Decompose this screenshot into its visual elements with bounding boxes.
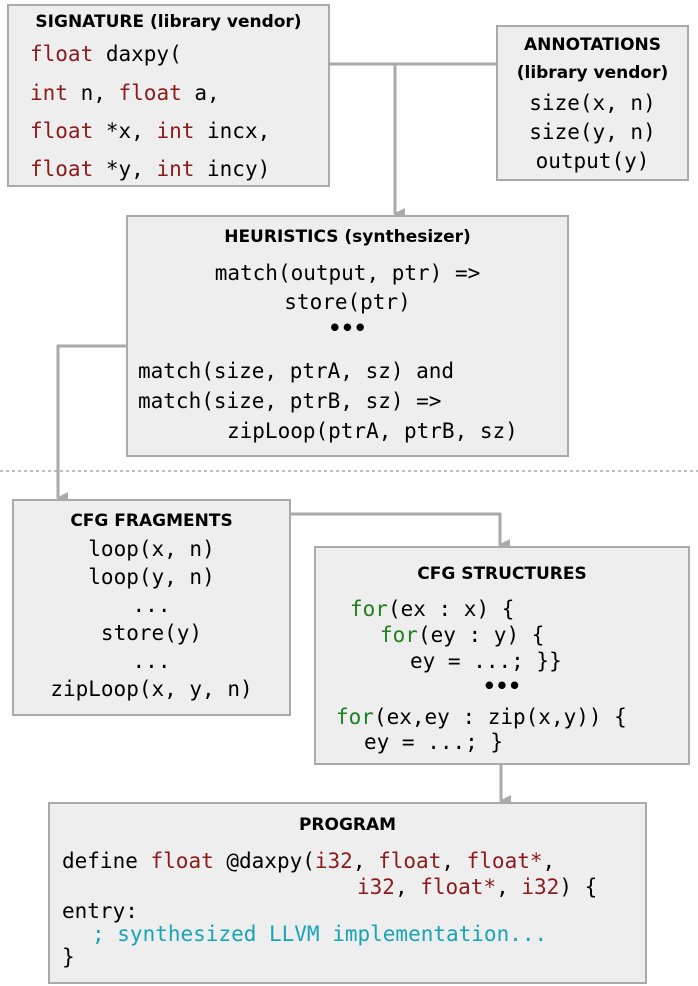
code-text: ) {	[559, 875, 598, 899]
cfg-fragments-box: CFG FRAGMENTS loop(x, n) loop(y, n) ... …	[12, 499, 291, 716]
signature-box: SIGNATURE (library vendor) float daxpy( …	[7, 4, 330, 187]
structure-line-1: for(ex : x) {	[350, 599, 514, 620]
fragment-line: zipLoop(x, y, n)	[50, 677, 253, 701]
type-keyword: float	[30, 119, 94, 143]
type-keyword: int	[30, 81, 68, 105]
type-keyword: i32	[521, 875, 560, 899]
code-text: ,	[352, 849, 379, 873]
loop-keyword: for	[350, 597, 388, 621]
code-text: *x,	[93, 119, 157, 143]
code-text: daxpy(	[93, 42, 182, 66]
code-text: incx,	[194, 119, 271, 143]
code-text: ,	[441, 849, 467, 873]
loop-keyword: for	[336, 705, 374, 729]
annotation-line: size(x, n)	[529, 91, 656, 115]
annotations-title: ANNOTATIONS	[523, 35, 662, 55]
program-line-5: }	[62, 945, 75, 969]
code-text: (ey : y) {	[417, 623, 545, 647]
type-keyword: i32	[314, 849, 353, 873]
program-box: PROGRAM define float @daxpy(i32, float, …	[48, 802, 647, 984]
structure-line-3: ey = ...; }}	[410, 649, 562, 673]
fragment-line: store(y)	[100, 621, 203, 645]
loop-keyword: for	[380, 623, 418, 647]
annotations-box: ANNOTATIONS (library vendor) size(x, n) …	[496, 25, 689, 181]
fragment-line: loop(y, n)	[88, 565, 215, 589]
code-text: define	[62, 849, 151, 873]
heuristic-rule-2b: match(size, ptrB, sz) =>	[138, 389, 442, 413]
signature-line-3: float *x, int incx,	[30, 121, 270, 142]
type-keyword: float	[118, 81, 182, 105]
program-comment: ; synthesized LLVM implementation...	[92, 922, 548, 946]
type-keyword: float	[378, 849, 442, 873]
code-text: ,	[542, 849, 556, 873]
cfg-structures-title: CFG STRUCTURES	[417, 564, 587, 584]
fragment-line: ...	[132, 649, 171, 673]
program-line-2: i32, float*, i32) {	[357, 877, 597, 898]
structure-line-6: ey = ...; }	[364, 730, 504, 754]
code-text: ,	[394, 875, 421, 899]
signature-line-2: int n, float a,	[30, 83, 220, 104]
code-text: ,	[496, 875, 522, 899]
type-keyword: float	[150, 849, 214, 873]
code-text: @daxpy(	[213, 849, 315, 873]
heuristic-rule-2a: match(size, ptrA, sz) and	[138, 359, 455, 383]
heuristics-box: HEURISTICS (synthesizer) match(output, p…	[126, 215, 569, 457]
structure-ellipsis: •••	[483, 674, 521, 698]
type-keyword: i32	[357, 875, 395, 899]
type-keyword: int	[156, 157, 195, 181]
code-text: n,	[67, 81, 119, 105]
structure-line-2: for(ey : y) {	[380, 625, 544, 646]
type-keyword: float	[30, 42, 94, 66]
program-line-3: entry:	[62, 899, 138, 923]
cfg-structures-box: CFG STRUCTURES for(ex : x) { for(ey : y)…	[314, 546, 690, 765]
type-keyword: int	[156, 119, 195, 143]
cfg-fragments-title: CFG FRAGMENTS	[70, 511, 233, 531]
structure-line-5: for(ex,ey : zip(x,y)) {	[336, 707, 627, 728]
signature-title: SIGNATURE (library vendor)	[35, 12, 302, 32]
code-text: *y,	[93, 157, 157, 181]
program-line-1: define float @daxpy(i32, float, float*,	[62, 851, 555, 872]
code-text: (ex : x) {	[387, 597, 515, 621]
fragment-line: loop(x, n)	[88, 537, 215, 561]
code-text: incy)	[194, 157, 271, 181]
fragment-line: ...	[132, 593, 171, 617]
annotations-subtitle: (library vendor)	[516, 63, 669, 83]
heuristic-rule-1b: store(ptr)	[284, 290, 411, 314]
type-keyword: float	[30, 157, 94, 181]
heuristic-rule-1a: match(output, ptr) =>	[214, 261, 481, 285]
arrow-to-cfg-fragments	[56, 344, 126, 504]
arrow-to-cfg-structures	[291, 512, 510, 551]
code-text: (ex,ey : zip(x,y)) {	[373, 705, 627, 729]
heuristic-rule-2c: zipLoop(ptrA, ptrB, sz)	[227, 419, 518, 443]
heuristics-title: HEURISTICS (synthesizer)	[224, 227, 471, 247]
type-keyword: float*	[420, 875, 497, 899]
annotation-line: output(y)	[535, 149, 650, 173]
code-text: a,	[181, 81, 220, 105]
heuristic-ellipsis: •••	[328, 316, 367, 340]
program-title: PROGRAM	[298, 815, 397, 835]
type-keyword: float*	[466, 849, 543, 873]
signature-line-1: float daxpy(	[30, 44, 182, 65]
signature-line-4: float *y, int incy)	[30, 159, 270, 180]
annotation-line: size(y, n)	[529, 120, 656, 144]
